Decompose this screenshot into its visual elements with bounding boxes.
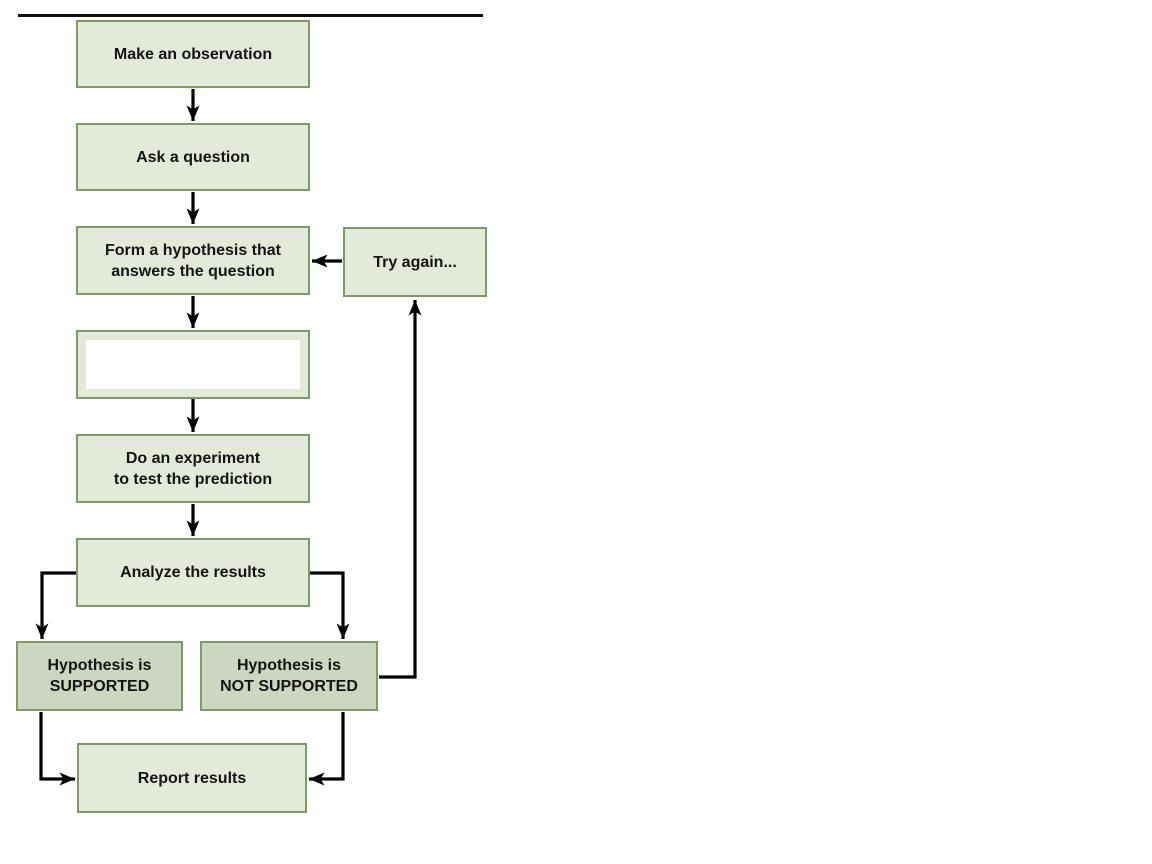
node-hypothesis-not-supported-label: Hypothesis is NOT SUPPORTED <box>220 657 358 695</box>
node-form-hypothesis-label: Form a hypothesis that answers the quest… <box>104 241 282 280</box>
node-analyze-results: Analyze the results <box>76 538 310 607</box>
arrow-analyze-to-supported <box>35 571 76 640</box>
node-report-results: Report results <box>77 743 307 813</box>
node-try-again: Try again... <box>343 227 487 297</box>
node-blank-step[interactable] <box>76 330 310 399</box>
blank-answer-slot[interactable] <box>86 340 300 389</box>
node-ask-question: Ask a question <box>76 123 310 191</box>
node-make-observation-label: Make an observation <box>113 45 273 63</box>
node-report-results-label: Report results <box>137 769 247 787</box>
node-analyze-results-label: Analyze the results <box>120 564 266 581</box>
node-do-experiment-label: Do an experiment to test the prediction <box>113 449 273 488</box>
node-make-observation: Make an observation <box>76 20 310 88</box>
arrow-supported-to-report <box>39 712 75 786</box>
node-hypothesis-supported: Hypothesis is SUPPORTED <box>16 641 183 711</box>
node-hypothesis-supported-label: Hypothesis is SUPPORTED <box>47 657 152 695</box>
arrow-analyze-to-not-supported <box>310 571 350 640</box>
node-hypothesis-not-supported: Hypothesis is NOT SUPPORTED <box>200 641 378 711</box>
arrow-not-supported-to-try-again <box>379 300 422 679</box>
node-ask-question-label: Ask a question <box>136 148 250 166</box>
node-try-again-label: Try again... <box>373 253 457 271</box>
arrow-not-supported-to-report <box>309 712 345 786</box>
node-do-experiment: Do an experiment to test the prediction <box>76 434 310 503</box>
node-form-hypothesis: Form a hypothesis that answers the quest… <box>76 226 310 295</box>
top-divider <box>18 14 483 17</box>
